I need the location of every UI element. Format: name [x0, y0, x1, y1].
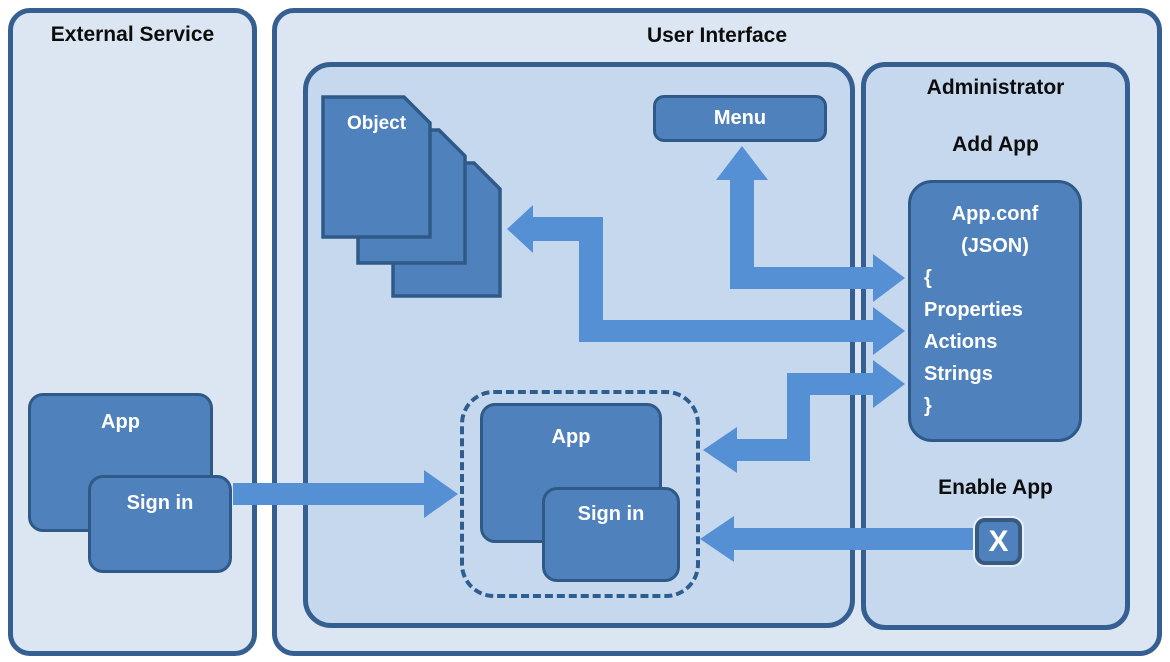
- add-app-label: Add App: [952, 133, 1039, 156]
- arrow-enable-to-ui-signin: [700, 516, 977, 562]
- enable-app-label: Enable App: [938, 476, 1053, 499]
- appconf-line-properties: Properties: [924, 299, 1023, 321]
- appconf-box: App.conf (JSON) { Properties Actions Str…: [908, 180, 1082, 442]
- object-label: Object: [346, 113, 407, 134]
- ui-signin-box: Sign in: [542, 487, 680, 582]
- arrow-appconf-to-ui-app: [703, 360, 905, 473]
- appconf-line-close-brace: }: [924, 395, 932, 417]
- user-interface-title: User Interface: [646, 24, 788, 47]
- appconf-line-json: (JSON): [961, 235, 1029, 257]
- external-app-box: App: [28, 393, 213, 532]
- appconf-line-title: App.conf: [951, 203, 1039, 225]
- object-stack-icon: [321, 95, 502, 298]
- arrow-objects-appconf: [507, 205, 905, 355]
- ui-app-dashed-container: [460, 390, 700, 598]
- administrator-title: Administrator: [926, 76, 1065, 99]
- external-service-title: External Service: [50, 23, 215, 46]
- appconf-line-strings: Strings: [924, 363, 993, 385]
- menu-box: Menu: [653, 95, 827, 142]
- appconf-line-open-brace: {: [924, 267, 932, 289]
- external-signin-box: Sign in: [88, 475, 232, 573]
- arrow-external-signin-to-app-container: [233, 470, 458, 518]
- arrow-menu-appconf: [716, 146, 905, 302]
- enable-app-x-icon: X: [975, 518, 1022, 565]
- object-doc-front: [321, 95, 432, 239]
- appconf-line-actions: Actions: [924, 331, 998, 353]
